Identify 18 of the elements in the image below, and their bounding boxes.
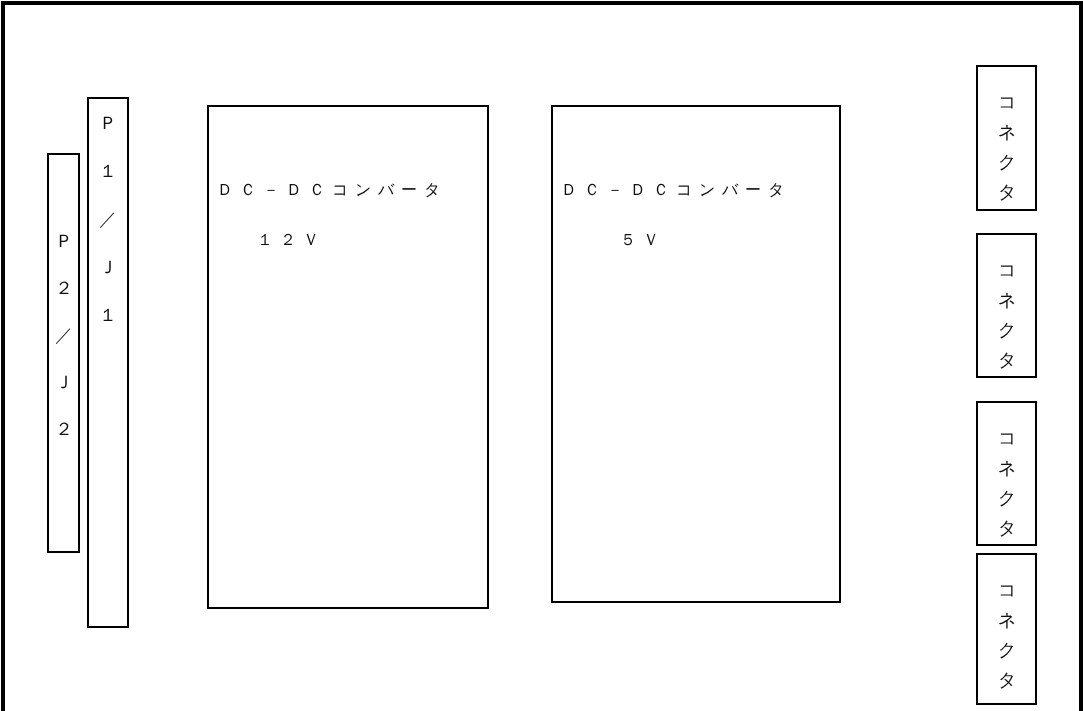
connector-label: コネクタ <box>997 91 1016 204</box>
connector-box <box>976 233 1037 378</box>
voltage-label: ５Ｖ <box>620 230 666 250</box>
connector-label: コネクタ <box>997 427 1016 540</box>
voltage-label: １２Ｖ <box>257 230 326 250</box>
converter-box <box>207 105 489 609</box>
converter-label: ＤＣ－ＤＣコンバータ <box>561 180 791 200</box>
connector-label: コネクタ <box>997 579 1016 692</box>
connector-label: Ｐ２／Ｊ２ <box>54 230 73 441</box>
converter-box <box>551 105 841 603</box>
connector-label: コネクタ <box>997 259 1016 372</box>
connector-box <box>87 97 129 628</box>
connector-label: Ｐ１／Ｊ１ <box>99 112 117 327</box>
connector-box <box>976 401 1037 546</box>
connector-box <box>976 553 1037 705</box>
connector-box <box>47 153 80 553</box>
connector-box <box>976 65 1037 211</box>
converter-label: ＤＣ－ＤＣコンバータ <box>217 180 447 200</box>
